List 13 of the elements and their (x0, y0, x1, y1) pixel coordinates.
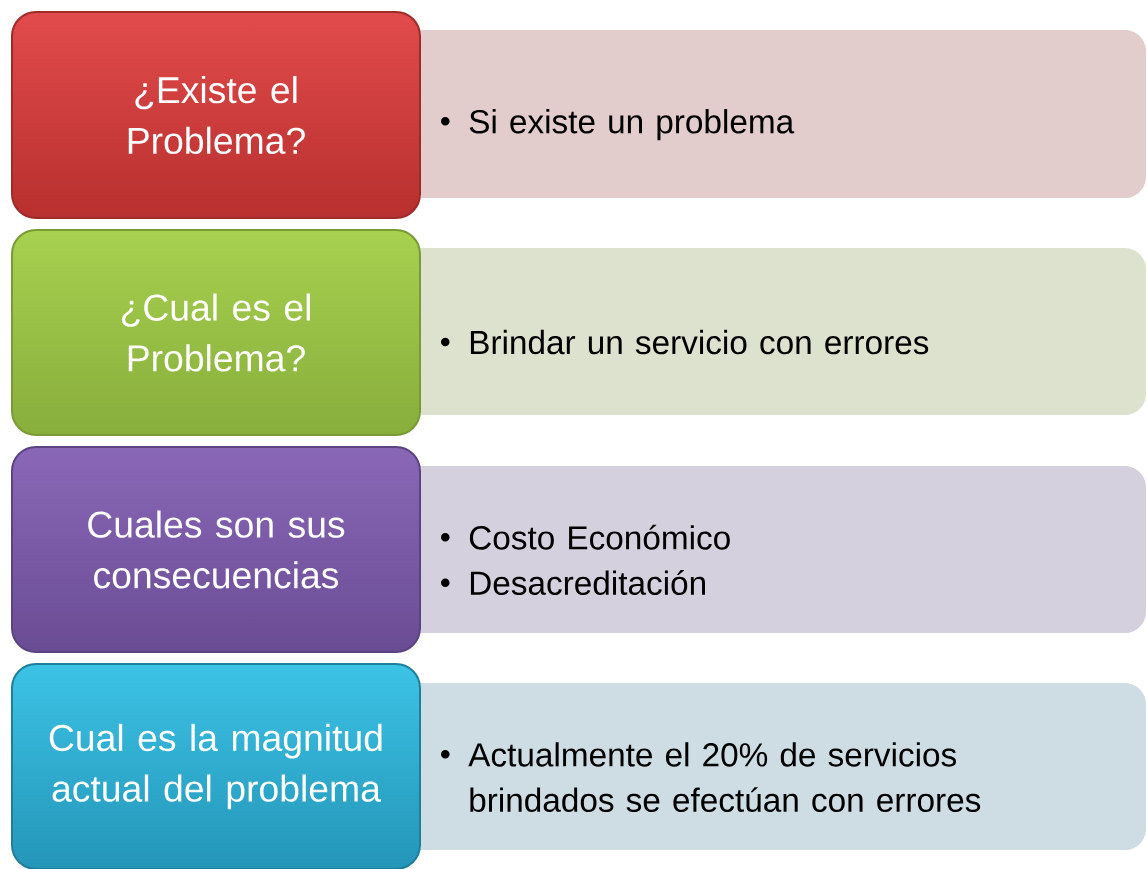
content-box (421, 683, 1146, 850)
bullet-text: Si existe un problema (469, 109, 795, 141)
content-box (421, 248, 1146, 415)
heading-box: Cual es la magnitud actual del problema (11, 663, 421, 869)
content-box (421, 466, 1146, 633)
heading-box: ¿Existe el Problema? (11, 11, 421, 219)
bullet-text: Actualmente el 20% de servicios brindados se efectúan con errores (468, 742, 981, 812)
heading-box: Cuales son sus consecuencias (11, 446, 421, 653)
bullet-text: Desacreditación (470, 570, 705, 595)
bullet-text: Brindar un servicio con errores (470, 329, 929, 355)
content-box (421, 30, 1146, 198)
bullet-text: Costo Económico (469, 524, 730, 550)
heading-box: ¿Cual es el Problema? (11, 229, 421, 436)
